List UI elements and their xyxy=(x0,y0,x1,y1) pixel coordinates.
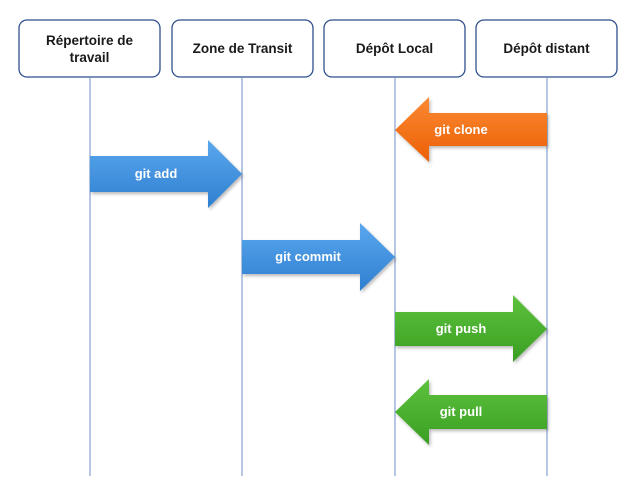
arrow-git-add: git add xyxy=(90,140,242,208)
box-working-dir: Répertoire de travail xyxy=(18,19,161,78)
arrow-label-git-add: git add xyxy=(135,166,178,181)
arrow-label-git-push: git push xyxy=(436,321,487,336)
arrow-git-push: git push xyxy=(395,295,547,362)
box-label-staging: Zone de Transit xyxy=(193,41,293,56)
box-label-working-dir-line2: travail xyxy=(70,50,110,65)
arrow-label-git-clone: git clone xyxy=(434,122,487,137)
arrow-label-git-commit: git commit xyxy=(275,249,341,264)
box-label-remote-repo: Dépôt distant xyxy=(503,41,590,56)
box-local-repo: Dépôt Local xyxy=(323,19,466,78)
box-label-working-dir-line1: Répertoire de xyxy=(46,33,134,48)
arrow-git-commit: git commit xyxy=(242,223,395,291)
box-label-local-repo: Dépôt Local xyxy=(356,41,433,56)
arrow-label-git-pull: git pull xyxy=(440,404,483,419)
command-arrows: git clone git add git commit git push gi… xyxy=(90,97,547,445)
box-remote-repo: Dépôt distant xyxy=(475,19,618,78)
arrow-git-clone: git clone xyxy=(395,97,547,162)
column-headers: Répertoire de travail Zone de Transit Dé… xyxy=(18,19,618,78)
box-staging: Zone de Transit xyxy=(171,19,314,78)
arrow-git-pull: git pull xyxy=(395,379,547,445)
